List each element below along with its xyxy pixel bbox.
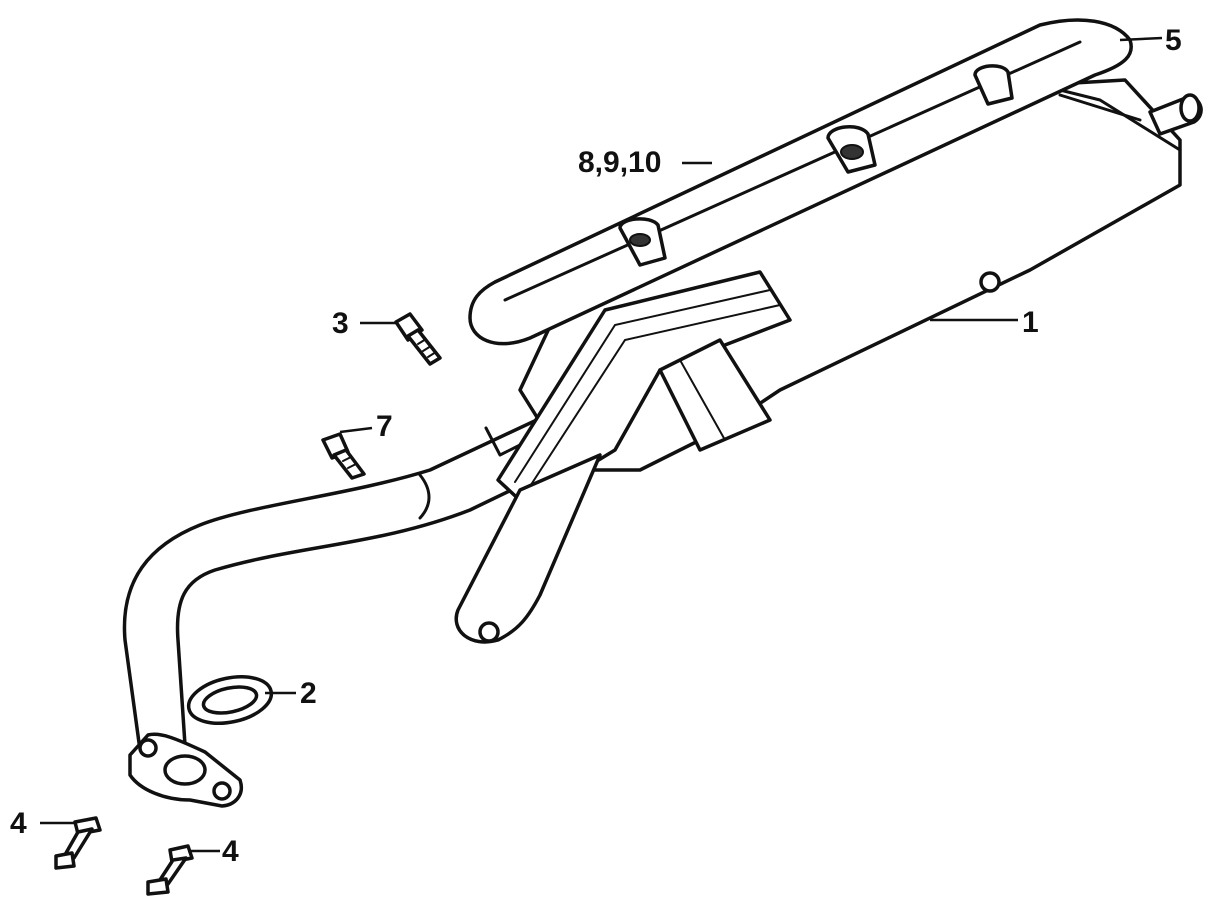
callout-label: 2	[300, 677, 317, 710]
callout-label: 4	[10, 807, 27, 840]
flange-stud-left[interactable]	[54, 816, 102, 870]
bolt-lower[interactable]	[321, 432, 366, 480]
flange-stud-right[interactable]	[146, 844, 194, 896]
exhaust-flange[interactable]	[128, 732, 243, 808]
callout-label: 8,9,10	[578, 146, 661, 179]
bolt-upper[interactable]	[394, 312, 442, 366]
callout-label: 5	[1165, 24, 1182, 57]
callout-labels: 5 8,9,10 1 3 7 2 4 4	[10, 24, 1182, 868]
mounting-bracket[interactable]	[454, 270, 792, 644]
callout-label: 7	[376, 410, 393, 443]
leader-lines	[40, 36, 1163, 853]
callout-label: 3	[332, 307, 349, 340]
callout-label: 4	[222, 835, 239, 868]
callout-label: 1	[1022, 306, 1039, 339]
heat-shield[interactable]	[468, 18, 1133, 346]
gasket[interactable]	[184, 670, 275, 731]
